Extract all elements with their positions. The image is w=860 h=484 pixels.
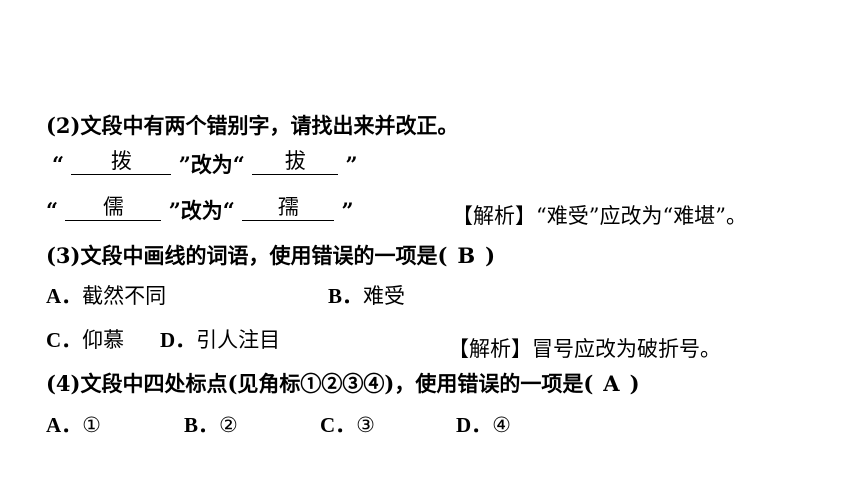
q2-row1-wrong-char: 拨	[110, 149, 132, 173]
option-text: 难受	[363, 284, 406, 308]
q3-prompt-text: (3)文段中画线的词语，使用错误的一项是(	[46, 243, 448, 268]
q3-option-a: A．截然不同	[46, 286, 166, 307]
q3-prompt: (3)文段中画线的词语，使用错误的一项是( B)	[46, 245, 495, 266]
q2-row2-right-char: 孺	[277, 195, 299, 219]
option-text: 引人注目	[196, 328, 281, 352]
option-key: B．	[184, 413, 220, 437]
option-key: B．	[328, 284, 364, 308]
q2-row1-right-blank: 拔	[252, 149, 339, 175]
analysis-note-2: 【解析】冒号应改为破折号。	[448, 337, 721, 361]
q2-row1-wrong-blank: 拨	[71, 149, 172, 175]
option-key: A．	[46, 413, 83, 437]
q2-row1-mid: ”改为“	[178, 152, 245, 177]
option-key: D．	[160, 328, 197, 352]
option-text: 截然不同	[82, 284, 167, 308]
option-key: C．	[46, 328, 83, 352]
q3-option-c: C．仰慕	[46, 330, 124, 351]
q2-row2-wrong-char: 儒	[102, 195, 124, 219]
q2-row2-open-quote: “	[46, 198, 59, 223]
q2-row2-wrong-blank: 儒	[65, 195, 162, 221]
q3-prompt-end: )	[485, 243, 496, 268]
q2-row1-open-quote: “	[52, 152, 65, 177]
q2-prompt: (2)文段中有两个错别字，请找出来并改正。	[46, 113, 459, 138]
q4-option-a: A．①	[46, 415, 101, 436]
analysis-note-1: 【解析】“难受”应改为“难堪”。	[452, 204, 747, 228]
q2-row2-mid: ”改为“	[168, 198, 235, 223]
option-key: D．	[456, 413, 493, 437]
q4-prompt-end: )	[629, 371, 640, 396]
option-key: C．	[320, 413, 357, 437]
q2-row1-close-quote: ”	[345, 152, 358, 177]
q4-answer: A	[603, 371, 620, 396]
q2-row2: “ 儒 ”改为“ 孺 ”	[46, 195, 354, 223]
option-text: ②	[219, 413, 238, 437]
q3-answer: B	[457, 243, 476, 268]
q4-option-d: D．④	[456, 415, 511, 436]
q2-row2-right-blank: 孺	[242, 195, 335, 221]
q2-row1: “ 拨 ”改为“ 拔 ”	[52, 149, 358, 177]
option-text: ④	[492, 413, 511, 437]
q4-prompt: (4)文段中四处标点(见角标①②③④)，使用错误的一项是( A)	[46, 373, 640, 394]
option-text: ③	[356, 413, 375, 437]
q3-option-d: D．引人注目	[160, 330, 280, 351]
q2-row2-close-quote: ”	[341, 198, 354, 223]
q4-option-b: B．②	[184, 415, 238, 436]
q3-option-b: B．难受	[328, 286, 405, 307]
q4-option-c: C．③	[320, 415, 375, 436]
q4-prompt-text: (4)文段中四处标点(见角标①②③④)，使用错误的一项是(	[46, 371, 594, 396]
q2-row1-right-char: 拔	[284, 149, 306, 173]
option-text: ①	[82, 413, 101, 437]
option-text: 仰慕	[82, 328, 125, 352]
option-key: A．	[46, 284, 83, 308]
